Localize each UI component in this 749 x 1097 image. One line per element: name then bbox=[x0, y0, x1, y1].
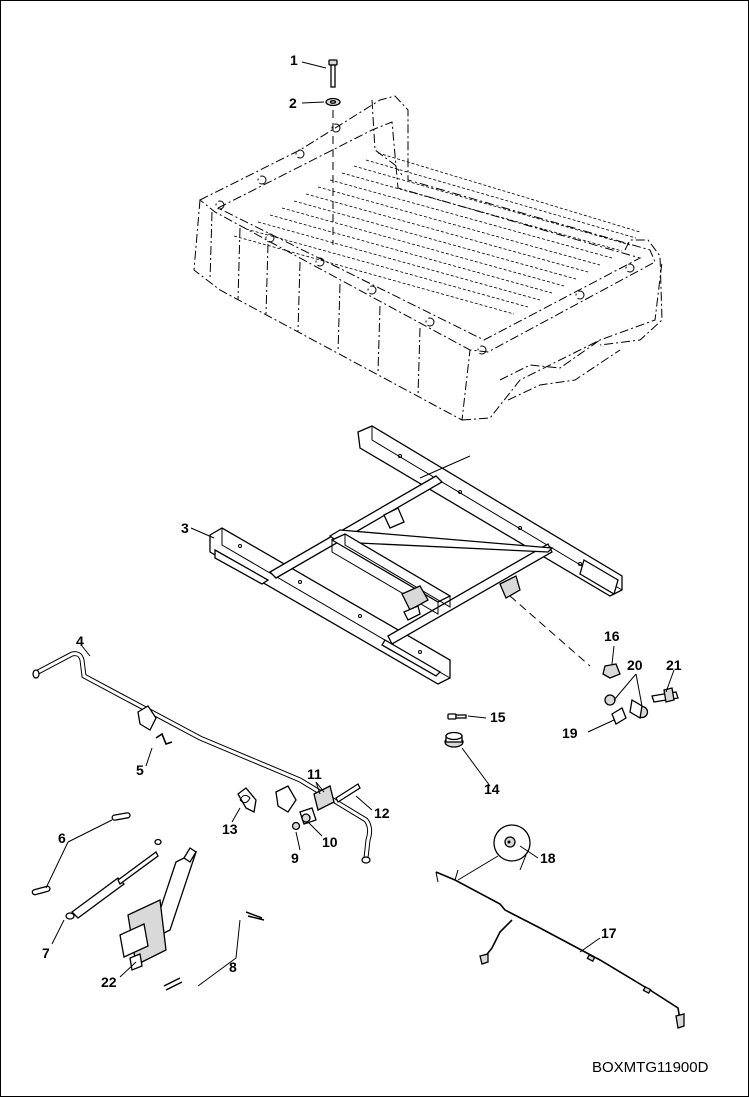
callout-9: 9 bbox=[291, 850, 299, 866]
callout-13: 13 bbox=[222, 821, 238, 837]
callout-12: 12 bbox=[374, 805, 390, 821]
part-7-gas-strut bbox=[65, 838, 162, 920]
cargo-box bbox=[193, 95, 663, 421]
part-12-bolt bbox=[335, 783, 361, 803]
callout-4: 4 bbox=[76, 633, 84, 649]
part-19-pin bbox=[611, 707, 627, 725]
callout-20: 20 bbox=[627, 657, 643, 673]
leader-lines bbox=[45, 61, 675, 987]
part-4-latch-rod bbox=[32, 651, 373, 864]
callout-19: 19 bbox=[562, 725, 578, 741]
callout-6: 6 bbox=[58, 830, 66, 846]
drawing-code: BOXMTG11900D bbox=[592, 1059, 709, 1076]
part-14-bumper bbox=[444, 731, 464, 748]
callout-10: 10 bbox=[322, 834, 338, 850]
callout-15: 15 bbox=[490, 709, 506, 725]
callout-7: 7 bbox=[42, 945, 50, 961]
callout-2: 2 bbox=[289, 95, 297, 111]
part-22-actuator bbox=[119, 847, 198, 971]
part-21-bolt bbox=[651, 687, 679, 703]
part-16-nut bbox=[602, 663, 621, 679]
part-13-spring-latch bbox=[237, 787, 257, 813]
part-3-box-mount-frame bbox=[209, 425, 623, 685]
part-9-nut bbox=[291, 821, 301, 831]
callout-1: 1 bbox=[290, 52, 298, 68]
callout-17: 17 bbox=[601, 925, 617, 941]
part-15-screw bbox=[447, 713, 467, 720]
callout-14: 14 bbox=[484, 781, 500, 797]
part-6-pin bbox=[31, 812, 131, 896]
assembly-line-frame bbox=[509, 595, 591, 667]
part-18-grommet bbox=[457, 824, 531, 881]
callout-labels: 1 2 3 4 5 6 7 8 9 10 11 12 13 14 15 16 1… bbox=[42, 52, 682, 990]
callout-11: 11 bbox=[307, 766, 322, 782]
part-2-washer bbox=[325, 97, 341, 107]
callout-21: 21 bbox=[666, 657, 682, 673]
callout-5: 5 bbox=[136, 762, 144, 778]
part-10-bushing bbox=[301, 813, 311, 823]
part-1-bolt bbox=[328, 59, 338, 88]
callout-3: 3 bbox=[181, 520, 189, 536]
part-20-bushing bbox=[604, 694, 649, 720]
callout-22: 22 bbox=[101, 974, 117, 990]
callout-18: 18 bbox=[540, 850, 556, 866]
part-5-pin bbox=[155, 732, 173, 745]
callout-8: 8 bbox=[229, 959, 237, 975]
part-8-hairpin-clip bbox=[163, 911, 265, 991]
part-17-wire-harness bbox=[435, 869, 685, 1029]
callout-16: 16 bbox=[604, 628, 620, 644]
